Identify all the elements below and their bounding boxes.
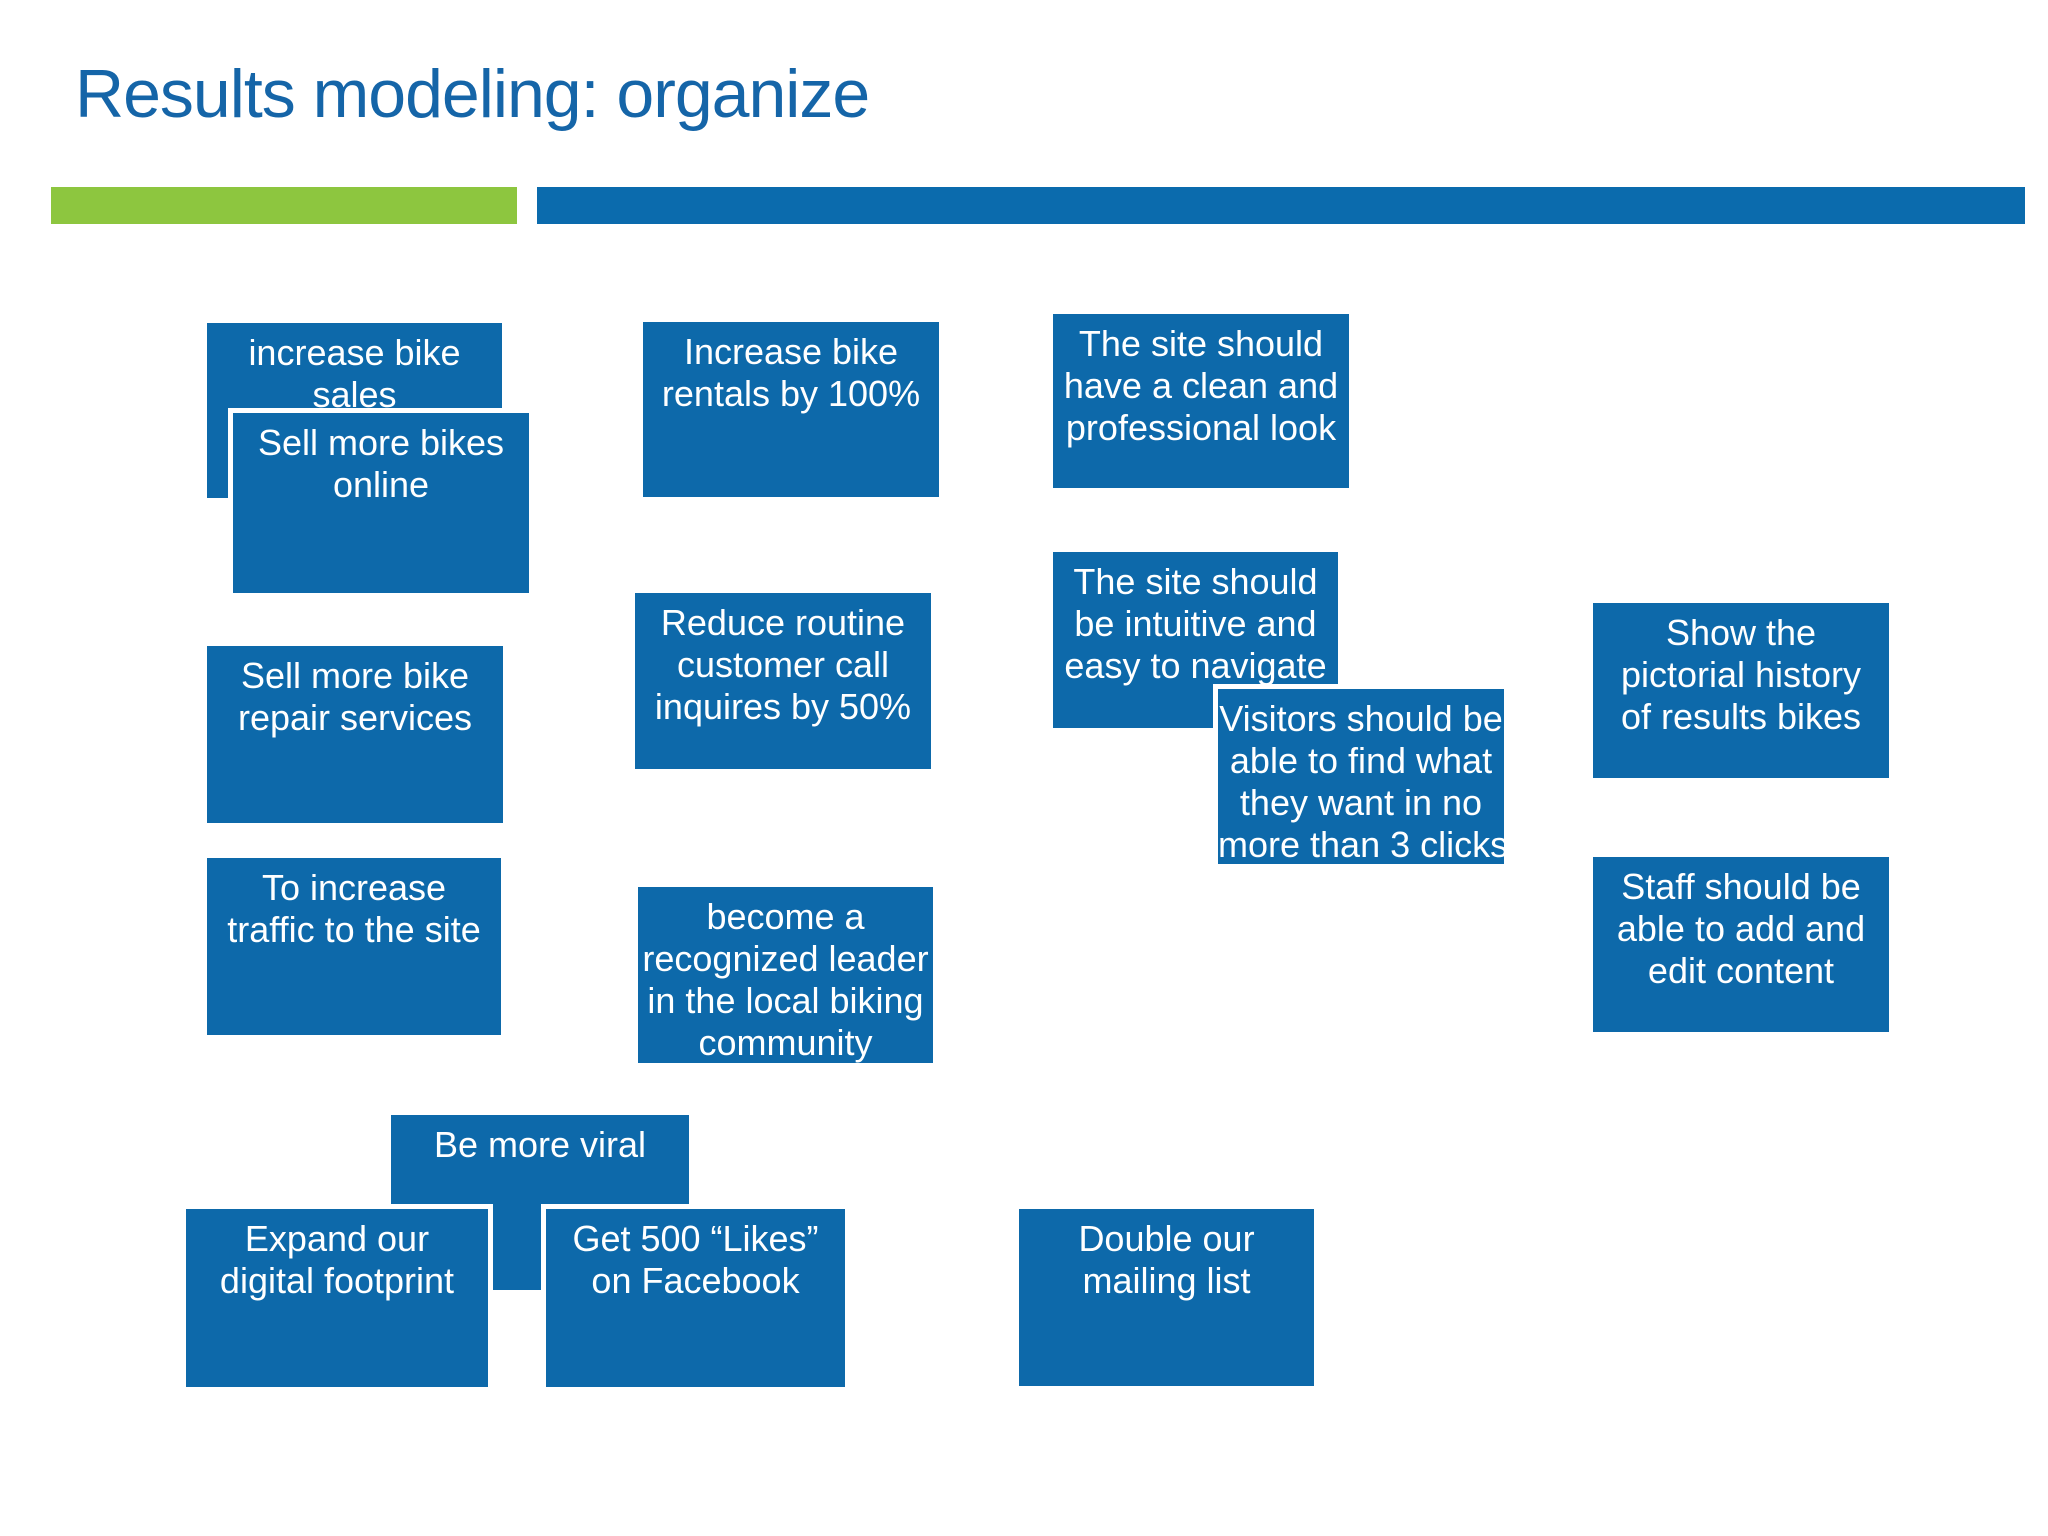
blue-accent-bar <box>537 187 2025 224</box>
note-site-clean-professional-look: The site should have a clean and profess… <box>1048 309 1354 493</box>
slide-title: Results modeling: organize <box>75 56 870 132</box>
note-staff-add-edit-content: Staff should be able to add and edit con… <box>1588 852 1894 1037</box>
note-increase-bike-rentals: Increase bike rentals by 100% <box>638 317 944 502</box>
note-become-recognized-leader: become a recognized leader in the local … <box>633 882 938 1068</box>
note-show-pictorial-history: Show the pictorial history of results bi… <box>1588 598 1894 783</box>
note-visitors-find-in-3-clicks: Visitors should be able to find what the… <box>1213 684 1509 869</box>
note-sell-more-bikes-online: Sell more bikes online <box>228 408 534 598</box>
note-get-500-likes-facebook: Get 500 “Likes” on Facebook <box>541 1204 850 1392</box>
note-site-intuitive-easy-navigate: The site should be intuitive and easy to… <box>1048 547 1343 733</box>
green-accent-bar <box>51 187 517 224</box>
note-double-mailing-list: Double our mailing list <box>1014 1204 1319 1391</box>
note-sell-more-bike-repair-services: Sell more bike repair services <box>202 641 508 828</box>
note-expand-digital-footprint: Expand our digital footprint <box>181 1204 493 1392</box>
note-increase-traffic-to-site: To increase traffic to the site <box>202 853 506 1040</box>
note-reduce-routine-call-inquires: Reduce routine customer call inquires by… <box>630 588 936 774</box>
